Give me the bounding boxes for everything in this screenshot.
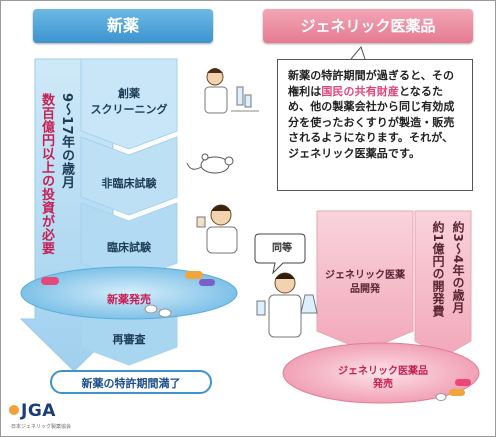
patent-expiry-label: 新薬の特許期間満了 [81, 377, 181, 390]
researcher-illustration-1 [204, 68, 259, 114]
jga-logo-subtitle: 日本ジェネリック製薬協会 [11, 424, 72, 430]
researcher-illustration-3 [256, 272, 318, 338]
explanation-text-2: となるため、他の製薬会社から同じ有効成分を使ったおくすりが製造・販売されるように… [288, 84, 455, 160]
stage-clinical [80, 202, 178, 282]
cost-generic-label: 約1億円の開発費 [431, 221, 445, 318]
generic-drug-banner: ジェネリック医薬品 [263, 9, 473, 43]
stage-nonclinical [80, 136, 178, 216]
stage-creation [80, 58, 178, 150]
new-drug-banner: 新薬 [33, 9, 213, 43]
new-drug-launch-label: 新薬発売 [107, 293, 151, 306]
jga-logo-sun-icon [9, 405, 19, 415]
generic-development-label: ジェネリック医薬品開発 [325, 270, 405, 295]
generic-launch-disc [282, 342, 480, 404]
stage-nonclinical-label: 非臨床試験 [101, 177, 157, 190]
lab-mouse-illustration [186, 153, 234, 174]
equivalent-label: 同等 [272, 243, 292, 254]
generic-launch-label: ジェネリック医薬品発売 [338, 366, 428, 390]
cost-new-label: 数百億円以上の投資が必要 [39, 93, 54, 255]
stage-clinical-label: 臨床試験 [107, 241, 151, 254]
explanation-highlight: 国民の共有財産 [321, 84, 400, 98]
jga-logo: JGA [21, 401, 56, 421]
stage-reexam-label: 再審査 [112, 333, 146, 346]
researcher-illustration-2 [196, 204, 238, 254]
pills-right [435, 379, 471, 401]
explanation-text-1: 新薬の特許期間が過ぎると、その権利は [288, 69, 455, 98]
new-drug-launch-disc [20, 266, 238, 320]
stage-discovery-label: 創薬 [118, 87, 140, 100]
pills-left [41, 271, 215, 318]
duration-generic-label: 約3〜4年の歳月 [451, 221, 465, 314]
patent-expiry-bar [50, 370, 212, 394]
stage-screening-label: スクリーニング [90, 103, 168, 116]
equivalent-bubble [254, 233, 306, 275]
generic-explanation-box: 新薬の特許期間が過ぎると、その権利は国民の共有財産となるため、他の製薬会社から同… [277, 59, 473, 191]
duration-new-label: 9〜17年の歳月 [59, 93, 74, 190]
generic-time-arrow [414, 210, 472, 358]
